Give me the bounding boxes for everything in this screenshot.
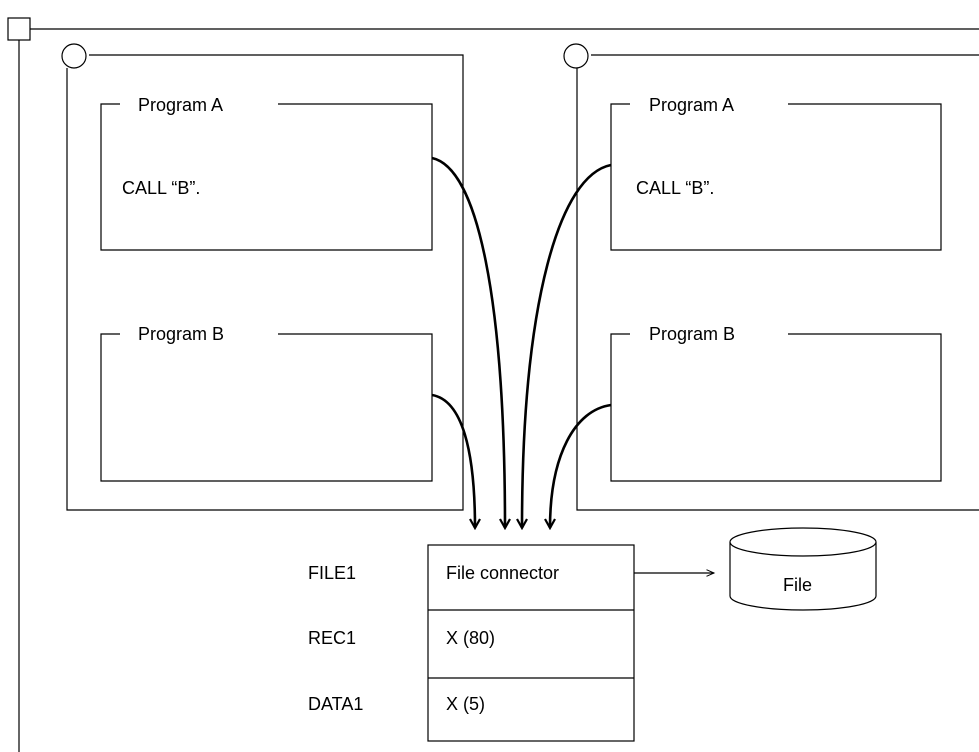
data1-name: DATA1 (308, 694, 363, 714)
right-thread-circle-node (563, 43, 589, 69)
arrow-left-program-b-to-file (431, 393, 475, 528)
file-structure-table (427, 544, 635, 742)
right-program-a-statement: CALL “B”. (636, 178, 714, 198)
right-program-a-frame (610, 103, 942, 251)
left-thread-container: Program A CALL “B”. Program B (61, 43, 464, 511)
left-program-a-title: Program A (138, 95, 223, 115)
right-thread-frame-body (576, 68, 979, 511)
right-program-b-frame (610, 333, 942, 482)
arrow-left-program-a-to-file (431, 156, 505, 528)
right-thread-container: Program A CALL “B”. Program B (563, 43, 979, 511)
right-program-a-box: Program A CALL “B”. (610, 95, 942, 251)
left-thread-frame (66, 54, 464, 511)
left-thread-circle-node (61, 43, 87, 69)
rec1-value: X (80) (446, 628, 495, 648)
left-program-a-frame (100, 103, 433, 251)
process-square-node (7, 17, 31, 41)
left-program-b-title: Program B (138, 324, 224, 344)
rec1-name: REC1 (308, 628, 356, 648)
left-program-b-frame (100, 333, 433, 482)
file1-value: File connector (446, 563, 559, 583)
file-cylinder-top (729, 527, 877, 557)
left-program-a-box: Program A CALL “B”. (100, 95, 433, 251)
left-program-a-statement: CALL “B”. (122, 178, 200, 198)
arrow-right-program-b-to-file (550, 403, 612, 528)
access-arrows (431, 156, 612, 528)
process-frame (7, 17, 979, 752)
right-program-a-title: Program A (649, 95, 734, 115)
file-storage-cylinder: File (729, 527, 877, 611)
arrow-right-program-a-to-file (522, 163, 612, 528)
data1-value: X (5) (446, 694, 485, 714)
left-program-b-box: Program B (100, 324, 433, 482)
file-cylinder-body (729, 542, 877, 611)
file-storage-label: File (783, 575, 812, 595)
file1-name: FILE1 (308, 563, 356, 583)
right-program-b-box: Program B (610, 324, 942, 482)
right-program-b-title: Program B (649, 324, 735, 344)
file-structure: FILE1 File connector REC1 X (80) DATA1 X… (308, 544, 635, 742)
